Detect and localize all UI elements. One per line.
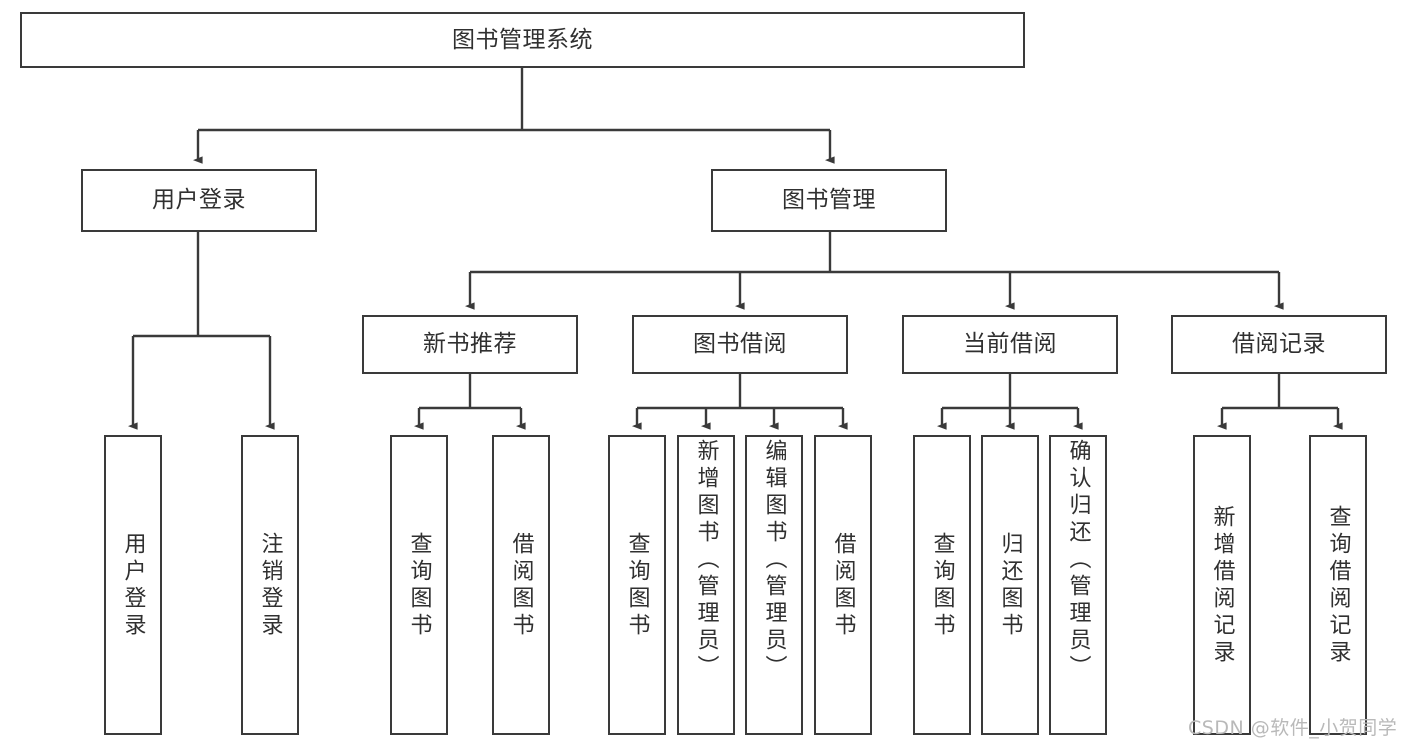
- node-current-borrow[interactable]: 当前借阅: [902, 315, 1118, 374]
- node-label: 确认归还（管理员）: [1065, 439, 1091, 682]
- node-label: 用户登录: [152, 187, 246, 214]
- node-leaf-query-book-recommend[interactable]: 查询图书: [390, 435, 448, 735]
- node-new-book-recommend[interactable]: 新书推荐: [362, 315, 578, 374]
- node-leaf-edit-book-admin[interactable]: 编辑图书（管理员）: [745, 435, 803, 735]
- node-label: 查询图书: [406, 532, 432, 640]
- node-label: 用户登录: [120, 532, 146, 640]
- node-leaf-confirm-return-admin[interactable]: 确认归还（管理员）: [1049, 435, 1107, 735]
- node-leaf-borrow-book[interactable]: 借阅图书: [814, 435, 872, 735]
- node-label: 查询图书: [929, 532, 955, 640]
- node-leaf-query-borrow-record[interactable]: 查询借阅记录: [1309, 435, 1367, 735]
- node-label: 借阅图书: [830, 532, 856, 640]
- node-label: 编辑图书（管理员）: [761, 439, 787, 682]
- watermark: CSDN @软件_小贺同学: [1188, 717, 1398, 739]
- node-leaf-add-borrow-record[interactable]: 新增借阅记录: [1193, 435, 1251, 735]
- node-label: 新增借阅记录: [1209, 505, 1235, 667]
- node-label: 新增图书（管理员）: [693, 439, 719, 682]
- node-leaf-query-book-current[interactable]: 查询图书: [913, 435, 971, 735]
- node-leaf-user-login[interactable]: 用户登录: [104, 435, 162, 735]
- node-label: 借阅记录: [1232, 331, 1326, 358]
- node-book-borrow[interactable]: 图书借阅: [632, 315, 848, 374]
- node-label: 查询借阅记录: [1325, 505, 1351, 667]
- node-label: 归还图书: [997, 532, 1023, 640]
- node-root-book-management-system[interactable]: 图书管理系统: [20, 12, 1025, 68]
- node-label: 图书管理: [782, 187, 876, 214]
- node-label: 图书管理系统: [452, 26, 593, 53]
- node-leaf-add-book-admin[interactable]: 新增图书（管理员）: [677, 435, 735, 735]
- node-label: 注销登录: [257, 532, 283, 640]
- node-label: 新书推荐: [423, 331, 517, 358]
- node-leaf-borrow-book-recommend[interactable]: 借阅图书: [492, 435, 550, 735]
- node-label: 图书借阅: [693, 331, 787, 358]
- node-borrow-record[interactable]: 借阅记录: [1171, 315, 1387, 374]
- node-leaf-return-book[interactable]: 归还图书: [981, 435, 1039, 735]
- node-leaf-query-book-borrow[interactable]: 查询图书: [608, 435, 666, 735]
- node-leaf-logout[interactable]: 注销登录: [241, 435, 299, 735]
- node-label: 借阅图书: [508, 532, 534, 640]
- node-user-login[interactable]: 用户登录: [81, 169, 317, 232]
- node-label: 当前借阅: [963, 331, 1057, 358]
- node-label: 查询图书: [624, 532, 650, 640]
- node-book-management[interactable]: 图书管理: [711, 169, 947, 232]
